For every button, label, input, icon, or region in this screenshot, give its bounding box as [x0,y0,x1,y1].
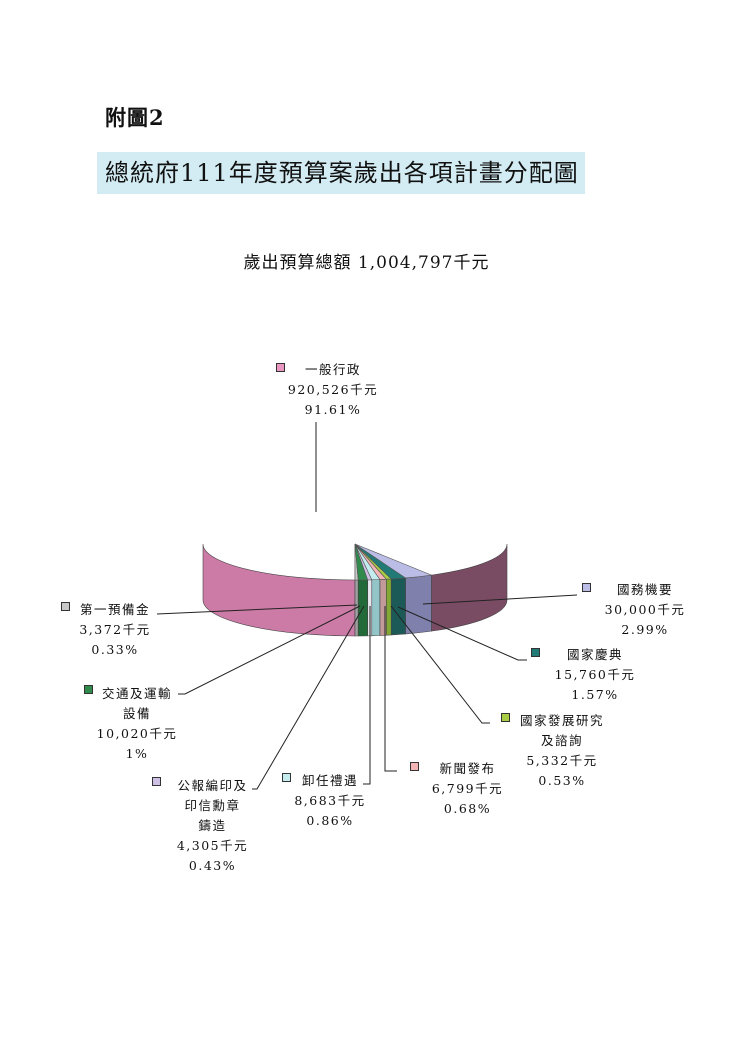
slice-percent: 0.43% [188,858,237,873]
leader-line-卸任禮遇 [363,606,371,785]
slice-percent: 0.86% [306,813,354,828]
leader-lines [156,422,578,790]
slice-name: 國家發展研究 [519,713,604,728]
slice-value: 8,683千元 [294,793,366,808]
slice-percent: 0.68% [443,801,492,816]
pie-slice-國務機要 [354,543,433,579]
slice-name: 及諮詢 [540,733,583,748]
leader-line-國家慶典 [397,606,527,661]
slice-percent: 1% [125,746,149,761]
slice-value: 10,020千元 [96,726,178,741]
pie-side-一般行政-right [431,543,508,632]
slice-percent: 2.99% [621,622,669,637]
pie-side-卸任禮遇 [371,579,381,637]
slice-name: 交通及運輸 [101,686,172,701]
legend-marker-公報編印 [152,777,161,786]
label-新聞發布: 新聞發布 6,799千元 0.68% [425,759,510,819]
slice-name: 設備 [122,706,151,721]
slice-value: 30,000千元 [604,602,686,617]
label-國務機要: 國務機要 30,000千元 2.99% [595,580,695,640]
label-國家發展研究: 國家發展研究 及諮詢 5,332千元 0.53% [512,711,612,791]
leader-line-交通運輸 [178,605,361,695]
pie-side-國家慶典 [390,577,406,636]
slice-name: 一般行政 [304,362,361,377]
legend-marker-第一預備金 [61,602,70,611]
legend-marker-新聞發布 [410,762,419,771]
figure-number: 附圖2 [105,105,165,130]
legend-marker-卸任禮遇 [282,773,291,782]
slice-value: 15,760千元 [554,667,636,682]
pie-side-國家發展研究及諮詢 [386,578,392,636]
legend-marker-國務機要 [582,583,591,592]
leader-line-公報編印 [252,605,365,790]
pie-side-國務機要 [405,574,432,635]
slice-name: 公報編印及 [177,778,248,793]
slice-name: 國家慶典 [566,647,623,662]
slice-value: 4,305千元 [176,838,249,853]
slice-name: 印信勳章 [184,798,241,813]
legend-marker-一般行政 [276,363,285,372]
chart-title: 歲出預算總額 1,004,797千元 [243,253,490,273]
slice-value: 3,372千元 [79,622,151,637]
slice-percent: 0.53% [538,773,586,788]
slice-name: 國務機要 [616,582,673,597]
slice-value: 920,526千元 [287,382,379,397]
label-卸任禮遇: 卸任禮遇 8,683千元 0.86% [290,771,370,831]
page-title: 總統府111年度預算案歲出各項計畫分配圖 [97,152,585,194]
slice-name: 卸任禮遇 [301,773,358,788]
slice-percent: 0.33% [91,642,139,657]
slice-name: 鑄造 [198,818,227,833]
leader-line-國家發展研究 [390,605,490,724]
label-第一預備金: 第一預備金 3,372千元 0.33% [70,600,160,660]
label-交通運輸: 交通及運輸 設備 10,020千元 1% [92,684,182,764]
label-公報編印: 公報編印及 印信勳章 鑄造 4,305千元 0.43% [165,776,260,876]
leader-line-新聞發布 [384,606,397,772]
label-一般行政: 一般行政 920,526千元 91.61% [278,360,388,420]
leader-line-國務機要 [422,594,578,605]
label-國家慶典: 國家慶典 15,760千元 1.57% [545,645,645,705]
leader-line-第一預備金 [156,604,358,615]
pie-side-一般行政-left [202,543,356,637]
slice-percent: 1.57% [571,687,619,702]
slice-percent: 91.61% [304,402,362,417]
legend-marker-國家慶典 [531,648,540,657]
legend-marker-國家發展研究 [501,713,510,722]
slice-name: 第一預備金 [79,602,150,617]
slice-name: 新聞發布 [439,761,496,776]
slice-value: 6,799千元 [431,781,504,796]
pie-slices [202,543,508,637]
slice-value: 5,332千元 [526,753,598,768]
legend-marker-交通運輸 [84,685,93,694]
